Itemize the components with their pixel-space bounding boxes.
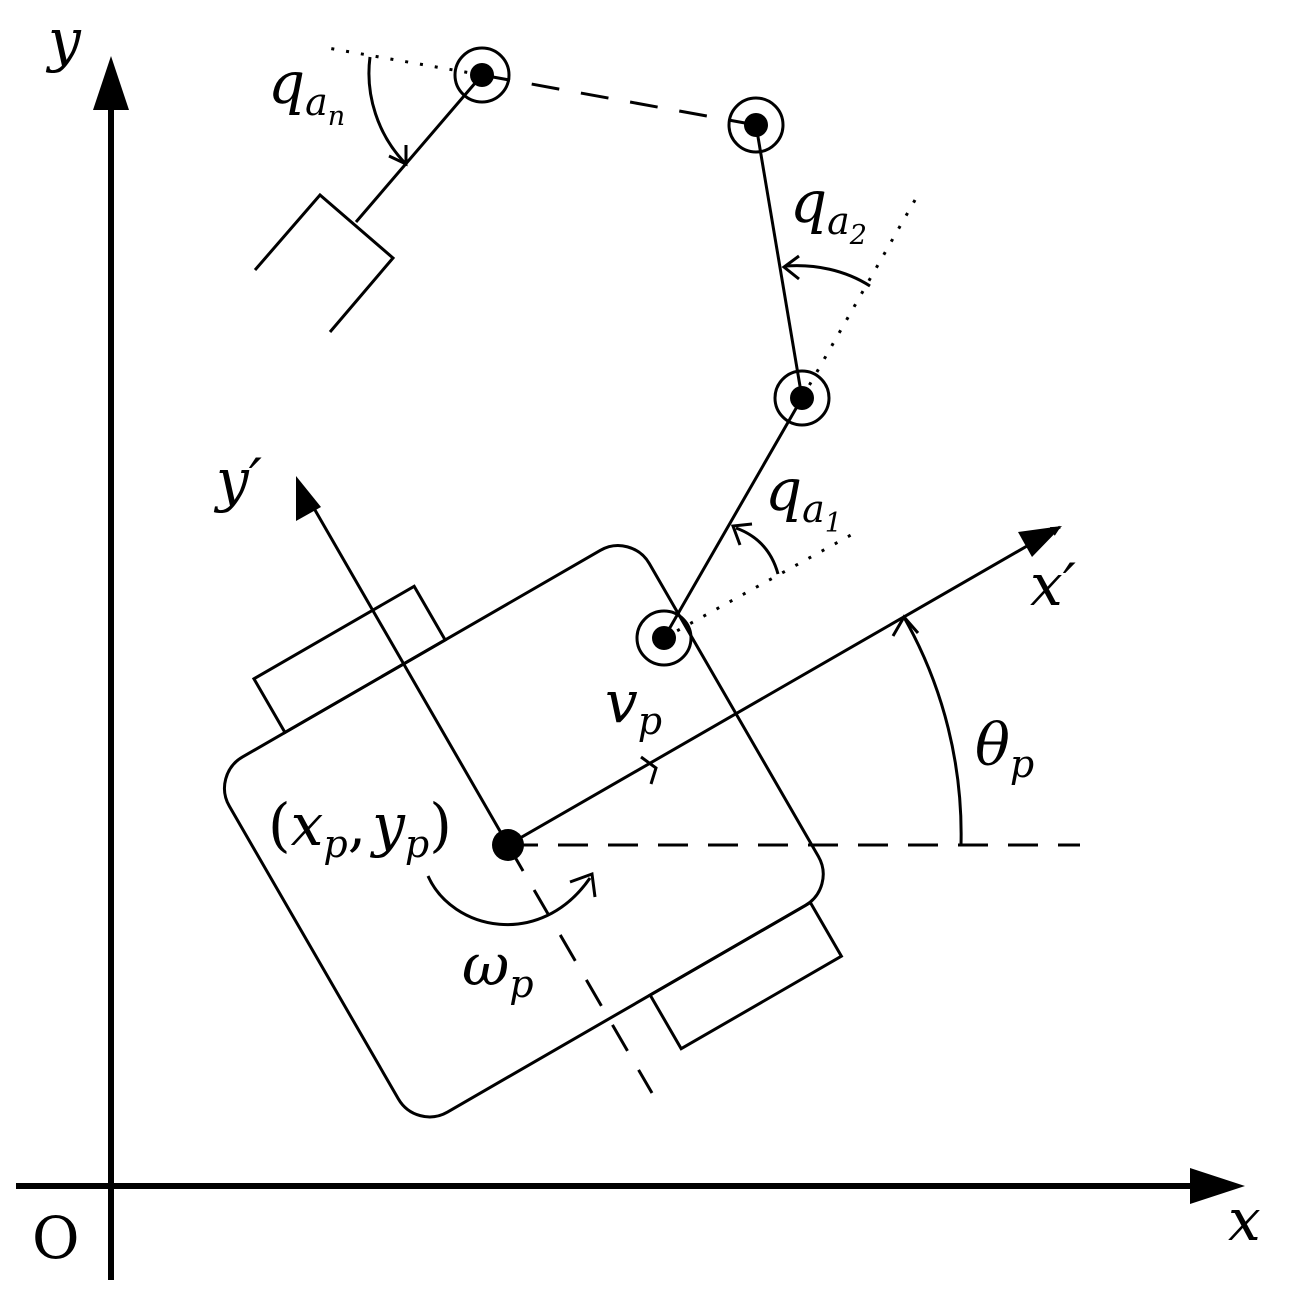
wheel-bottom <box>648 900 844 1051</box>
x-axis-arrowhead <box>1190 1168 1245 1204</box>
link-1 <box>662 397 804 639</box>
q-a2-label: qa2 <box>790 168 867 251</box>
mobile-platform <box>223 544 844 1119</box>
q-a1-arc <box>735 526 780 575</box>
joint-n <box>453 46 511 104</box>
joint-base <box>635 609 693 667</box>
velocity-arrow-icon <box>640 755 658 785</box>
gripper-icon <box>253 192 396 333</box>
q-an-arrow-icon <box>388 145 408 167</box>
manipulator-arm <box>253 45 917 667</box>
omega-arrow-icon <box>569 871 597 898</box>
platform-center-point <box>492 829 524 861</box>
link-dashed-intermediate <box>481 73 757 127</box>
x-prime-arrowhead <box>1018 526 1062 557</box>
q-a1-arrow-icon <box>730 522 753 546</box>
q-a2-arc <box>785 264 871 288</box>
joint-2 <box>727 96 785 154</box>
y-prime-axis <box>298 483 510 846</box>
q-an-label: qan <box>268 49 345 132</box>
link-n <box>354 74 484 223</box>
omega-label: ωp <box>462 931 534 1006</box>
platform-position-label: (xp,yp) <box>268 791 452 866</box>
omega-rotation-arc <box>426 875 592 927</box>
origin-label: O <box>32 1204 80 1272</box>
ref-dotted-joint-n <box>321 45 483 77</box>
moving-frame <box>296 476 1080 1094</box>
theta-label: θp <box>975 711 1034 786</box>
x-prime-axis <box>507 525 1061 847</box>
theta-arrow-icon <box>891 614 920 637</box>
y-prime-arrowhead <box>296 476 321 521</box>
link-2 <box>754 124 804 399</box>
y-axis-arrowhead <box>93 56 129 110</box>
q-an-arc <box>367 56 407 165</box>
theta-angle-arc <box>903 618 963 846</box>
q-a2-arrow-icon <box>781 254 800 281</box>
x-prime-label: x′ <box>1030 551 1076 619</box>
y-prime-label: y′ <box>213 446 262 514</box>
joint-1 <box>773 369 831 427</box>
q-a1-label: qa1 <box>765 456 842 539</box>
x-axis-label: x <box>1228 1186 1261 1254</box>
velocity-label: vp <box>605 668 662 743</box>
wheel-top <box>251 584 448 735</box>
y-axis-label: y <box>45 6 82 74</box>
world-axes <box>16 56 1245 1280</box>
